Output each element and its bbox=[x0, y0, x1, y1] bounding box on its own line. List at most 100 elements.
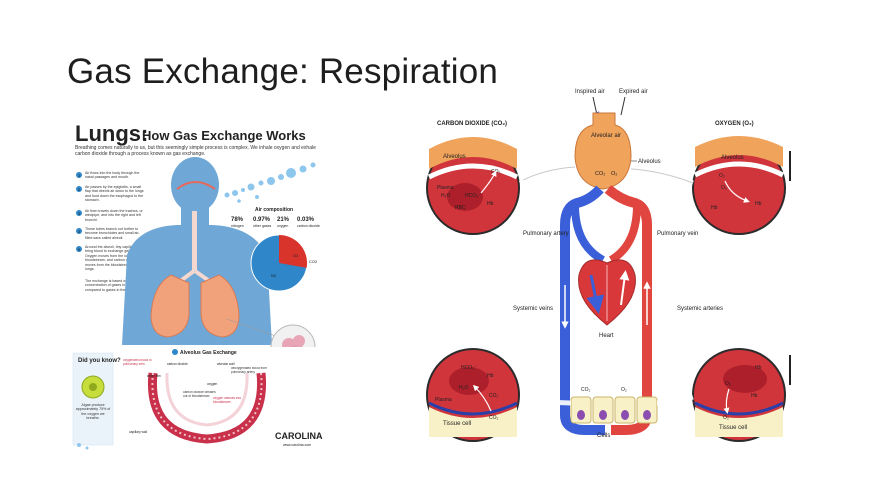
cells-co2: CO₂ bbox=[581, 387, 591, 393]
step-4-num: 4 bbox=[78, 229, 81, 234]
air-pct-other: 0.97% bbox=[253, 217, 271, 223]
c2-hb-2: Hb bbox=[755, 201, 762, 207]
c4-o2-cell: O₂ bbox=[723, 415, 729, 421]
label-systemic-veins: Systemic veins bbox=[513, 306, 553, 312]
alv-co2: CO₂ bbox=[595, 171, 605, 177]
c1-h2o: H₂O bbox=[441, 193, 451, 199]
lungs-infographic-svg: Lungs: How Gas Exchange Works Breathing … bbox=[67, 121, 335, 460]
alveolus-exchange-title: Alveolus Gas Exchange bbox=[180, 350, 237, 356]
c3-h2o: H₂O bbox=[459, 385, 469, 391]
circle-o2-tissue: Hb Hb O₂ O₂ Tissue cell bbox=[692, 348, 786, 442]
arrow-alveolus-to-co2 bbox=[519, 164, 576, 184]
label-oxygenated-blood: oxygenated blood to pulmonary vein bbox=[123, 359, 152, 366]
c1-rbc: RBC bbox=[455, 205, 466, 211]
label-alveolar-air: Alveolar air bbox=[591, 133, 621, 139]
alv-o2: O₂ bbox=[611, 171, 617, 177]
c3-plasma: Plasma bbox=[435, 397, 452, 403]
c1-alveolus: Alveolus bbox=[443, 154, 466, 160]
label-oxygen: oxygen bbox=[207, 382, 218, 386]
lungs-illustration bbox=[150, 274, 240, 338]
c2-o2: O₂ bbox=[721, 185, 727, 191]
did-you-know-text: Algae produce approximately 75% of the o… bbox=[75, 403, 111, 421]
infographic-heading-sub: How Gas Exchange Works bbox=[142, 128, 306, 143]
step-1-num: 1 bbox=[78, 173, 81, 178]
step-4-text: These tubes branch out further to become… bbox=[85, 227, 140, 240]
c3-hb: Hb bbox=[487, 373, 494, 379]
air-label-other: other gases bbox=[253, 224, 272, 228]
c4-o2: O₂ bbox=[725, 381, 731, 387]
step-5-text: Around the alveoli, tiny capillaries bri… bbox=[85, 245, 143, 272]
label-pulmonary-vein: Pulmonary vein bbox=[657, 231, 698, 237]
label-expired-air: Expired air bbox=[619, 89, 648, 95]
carolina-logo: CAROLINA bbox=[275, 431, 323, 441]
circulation-diagram-svg: Inspired air Expired air Alveolar air Al… bbox=[426, 89, 791, 442]
circle-o2-lungs: Alveolus O₂ O₂ Hb Hb bbox=[692, 136, 786, 235]
label-alveolar-wall: alveolar wall bbox=[217, 362, 235, 366]
air-label-nitrogen: nitrogen bbox=[231, 224, 244, 228]
air-pct-nitrogen: 78% bbox=[231, 217, 244, 223]
c1-plasma: Plasma bbox=[437, 185, 454, 191]
step-3-num: 3 bbox=[78, 211, 81, 216]
c1-co2: CO₂ bbox=[491, 169, 501, 175]
label-inspired-air: Inspired air bbox=[575, 89, 605, 95]
air-pct-oxygen: 21% bbox=[277, 217, 290, 223]
label-o2-diffuses: oxygen diffuses into bloodstream bbox=[213, 397, 242, 404]
arrow-cells-to-co2 bbox=[520, 394, 572, 406]
arrow-alveolus-to-o2 bbox=[630, 166, 694, 186]
slide-title: Gas Exchange: Respiration bbox=[67, 52, 499, 91]
air-pct-co2: 0.03% bbox=[297, 217, 315, 223]
co2-header: CARBON DIOXIDE (CO₂) bbox=[437, 121, 507, 127]
alveolus-gas-exchange: Alveolus Gas Exchange carbon dioxide oxy… bbox=[123, 349, 267, 444]
lungs-infographic: Lungs: How Gas Exchange Works Breathing … bbox=[67, 115, 335, 460]
pulmonary-artery-vessel bbox=[571, 204, 606, 264]
label-water-film: water film bbox=[147, 374, 161, 378]
c1-hco3: HCO₃⁻ bbox=[465, 193, 481, 199]
did-you-know-box: Did you know? Algae produce approximatel… bbox=[72, 352, 121, 450]
air-pie-oxygen bbox=[279, 234, 308, 268]
c3-hco3: HCO₃⁻ bbox=[461, 365, 477, 371]
capillary-ring bbox=[147, 372, 267, 444]
c4-tissue-cell: Tissue cell bbox=[719, 425, 747, 431]
c3-tissue-cell: Tissue cell bbox=[443, 421, 471, 427]
edge-mark-bottom bbox=[789, 355, 791, 385]
step-4-badge bbox=[76, 228, 82, 234]
circulation-diagram: Inspired air Expired air Alveolar air Al… bbox=[425, 85, 795, 457]
label-deoxygenated-blood: deoxygenated blood from pulmonary artery bbox=[231, 367, 267, 374]
air-pie-label-n2: N2 bbox=[271, 273, 277, 278]
arrow-cells-to-o2 bbox=[656, 394, 694, 406]
infographic-intro: Breathing comes naturally to us, but thi… bbox=[75, 145, 316, 157]
edge-mark-top bbox=[789, 151, 791, 181]
body-cells bbox=[570, 396, 658, 424]
breath-dots bbox=[224, 162, 316, 203]
step-2-badge bbox=[76, 186, 82, 192]
c2-o2-top: O₂ bbox=[719, 173, 725, 179]
cells-o2: O₂ bbox=[621, 387, 627, 393]
label-cells: Cells bbox=[597, 433, 610, 439]
step-1-badge bbox=[76, 172, 82, 178]
infographic-heading-main: Lungs: bbox=[75, 121, 148, 146]
air-label-oxygen: oxygen bbox=[277, 224, 288, 228]
step-2-num: 2 bbox=[78, 187, 81, 192]
label-carbon-dioxide: carbon dioxide bbox=[167, 362, 188, 366]
c4-hb: Hb bbox=[755, 365, 762, 371]
air-pie-label-co2: CO2 bbox=[309, 259, 318, 264]
label-co2-diffuses: carbon dioxide diffuses out of bloodstre… bbox=[183, 391, 216, 398]
c2-hb: Hb bbox=[711, 205, 718, 211]
infographic-intro-wrap: Breathing comes naturally to us, but thi… bbox=[75, 145, 316, 157]
expired-arrow bbox=[620, 96, 626, 116]
air-label-co2: carbon dioxide bbox=[297, 224, 320, 228]
circle-co2-lungs: Alveolus Plasma H₂O HCO₃⁻ RBC Hb CO₂ bbox=[426, 137, 520, 235]
label-pulmonary-artery: Pulmonary artery bbox=[523, 231, 569, 237]
label-systemic-arteries: Systemic arteries bbox=[677, 306, 723, 312]
c2-alveolus: Alveolus bbox=[721, 155, 744, 161]
pulmonary-vein-vessel bbox=[608, 204, 641, 264]
step-3-text: Air then travels down the trachea, or wi… bbox=[85, 209, 143, 222]
air-composition: Air composition 78% nitrogen 0.97% other… bbox=[231, 207, 320, 292]
c3-co2: CO₂ bbox=[489, 393, 499, 399]
air-composition-title: Air composition bbox=[255, 207, 293, 213]
did-you-know-title: Did you know? bbox=[78, 358, 121, 364]
step-1-text: Air flows into the body through the nasa… bbox=[85, 171, 140, 180]
step-6-text: The exchange is based on the concentrati… bbox=[85, 279, 141, 292]
air-pie-label-o2: O2 bbox=[293, 253, 299, 258]
inspired-arrow bbox=[592, 96, 600, 118]
